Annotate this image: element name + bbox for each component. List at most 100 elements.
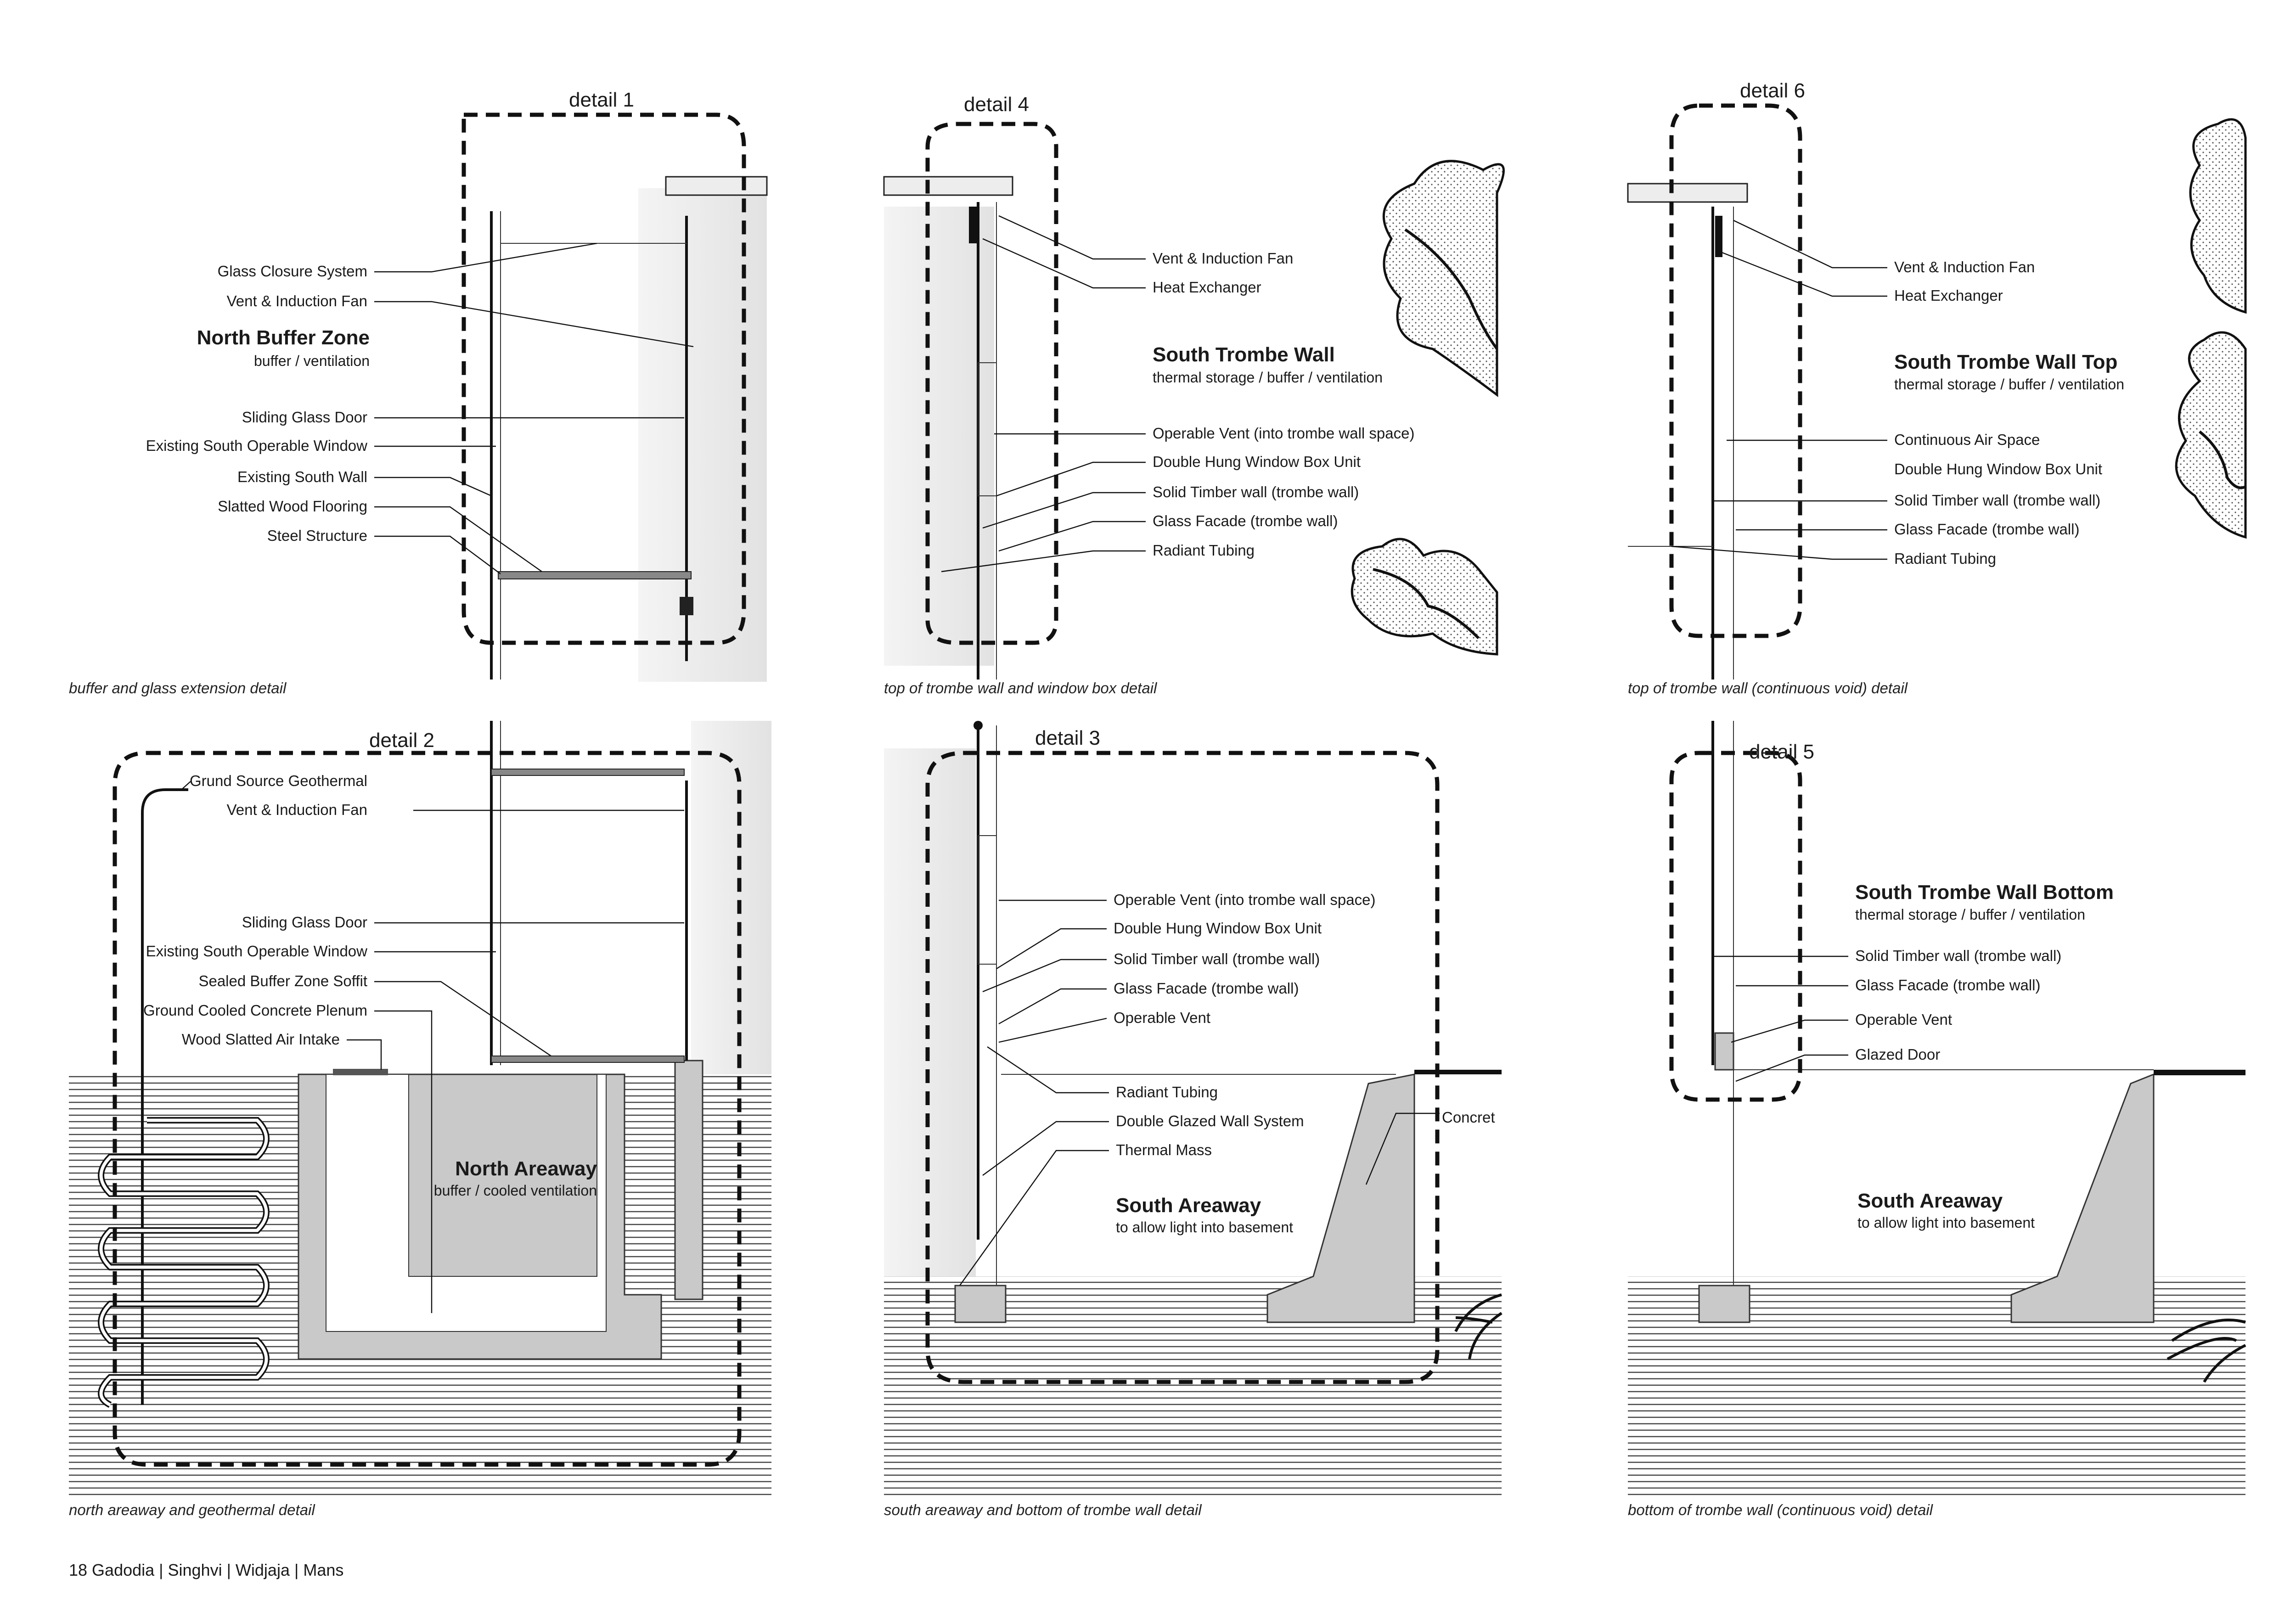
label-solid-timber-wall: Solid Timber wall (trombe wall)	[1153, 483, 1359, 500]
detail-4-label: detail 4	[964, 93, 1029, 116]
slatted-wood-floor	[498, 571, 692, 579]
subtitle-south-areaway: to allow light into basement	[1116, 1219, 1293, 1236]
label-window-box: Double Hung Window Box Unit	[1114, 920, 1322, 937]
subtitle-south-trombe-wall-top: thermal storage / buffer / ventilation	[1894, 376, 2124, 393]
detail-3-label: detail 3	[1035, 727, 1100, 749]
window-box	[978, 835, 997, 965]
root-illustration	[1454, 1293, 1503, 1359]
label-concrete-edge: Concret	[1442, 1109, 1495, 1126]
label-radiant-tubing: Radiant Tubing	[1153, 542, 1255, 559]
label-heat-exchanger: Heat Exchanger	[1153, 279, 1261, 296]
label-steel-structure: Steel Structure	[267, 527, 367, 544]
label-slatted-floor: Slatted Wood Flooring	[218, 498, 367, 515]
title-south-areaway-2: South Areaway	[1857, 1190, 2003, 1212]
label-south-operable-window: Existing South Operable Window	[146, 943, 368, 960]
title-north-areaway: North Areaway	[455, 1157, 597, 1180]
label-sliding-glass-door: Sliding Glass Door	[242, 914, 367, 931]
vent-fan	[1715, 216, 1722, 257]
label-thermal-mass: Thermal Mass	[1116, 1141, 1212, 1158]
label-solid-timber-wall: Solid Timber wall (trombe wall)	[1894, 492, 2100, 509]
label-glass-facade: Glass Facade (trombe wall)	[1894, 521, 2079, 538]
title-south-areaway: South Areaway	[1116, 1194, 1261, 1217]
detail-2-label: detail 2	[369, 729, 434, 752]
label-vent-fan: Vent & Induction Fan	[227, 801, 367, 818]
areaway-wall	[674, 1060, 703, 1300]
label-operable-vent: Operable Vent	[1855, 1011, 1952, 1028]
footing	[954, 1285, 1007, 1323]
title-trombe-wall-bottom: South Trombe Wall Bottom	[1855, 881, 2114, 904]
panel-detail-6: detail 6 Vent & Induction Fan Heat Excha…	[1627, 79, 2247, 696]
footing	[1698, 1285, 1750, 1323]
geothermal-pipe	[141, 788, 188, 1405]
caption-detail-5: bottom of trombe wall (continuous void) …	[1628, 1501, 1934, 1518]
label-glass-facade: Glass Facade (trombe wall)	[1153, 512, 1338, 529]
wood-slatted-intake	[333, 1069, 388, 1075]
subtitle-south-areaway-2: to allow light into basement	[1857, 1214, 2035, 1231]
label-sliding-glass-door: Sliding Glass Door	[242, 409, 367, 426]
page-footer: 18 Gadodia | Singhvi | Widjaja | Mans	[69, 1561, 343, 1579]
label-vent-fan: Vent & Induction Fan	[1153, 250, 1293, 267]
roof-parapet	[1627, 183, 1748, 203]
vent-fan	[969, 207, 978, 243]
caption-detail-6: top of trombe wall (continuous void) det…	[1628, 680, 1908, 696]
label-solid-timber-wall: Solid Timber wall (trombe wall)	[1855, 947, 2061, 964]
label-glass-facade: Glass Facade (trombe wall)	[1855, 977, 2040, 994]
label-buffer-zone-soffit: Sealed Buffer Zone Soffit	[198, 972, 367, 989]
label-double-glazed-wall: Double Glazed Wall System	[1116, 1112, 1304, 1129]
label-operable-vent: Operable Vent (into trombe wall space)	[1153, 425, 1414, 442]
detail-5-callout	[1669, 751, 1802, 1102]
detail-5-label: detail 5	[1749, 741, 1814, 763]
label-glazed-door: Glazed Door	[1855, 1046, 1940, 1063]
detail-6-label: detail 6	[1740, 79, 1805, 102]
label-solid-timber-wall: Solid Timber wall (trombe wall)	[1114, 950, 1320, 967]
title-south-trombe-wall-top: South Trombe Wall Top	[1894, 351, 2117, 373]
label-glass-closure: Glass Closure System	[218, 263, 367, 280]
roof-parapet	[665, 176, 768, 196]
label-heat-exchanger: Heat Exchanger	[1894, 287, 2003, 304]
window-box	[978, 362, 997, 496]
panel-detail-1: detail 1 Glass Closure System Vent & Ind…	[69, 89, 768, 696]
detail-6-callout	[1669, 103, 1802, 638]
subtitle-north-buffer-zone: buffer / ventilation	[254, 353, 370, 369]
detail-4-callout	[925, 122, 1058, 645]
label-window-box: Double Hung Window Box Unit	[1894, 461, 2102, 477]
steel-structure	[680, 597, 693, 615]
geothermal-loops	[98, 1117, 270, 1408]
detail-3-callout	[925, 751, 1440, 1384]
panel-detail-5: detail 5 South Trombe Wall Bottom therma…	[1628, 721, 2246, 1518]
label-ground-source-geothermal: Grund Source Geothermal	[190, 772, 367, 789]
title-south-trombe-wall: South Trombe Wall	[1153, 343, 1335, 366]
tree-illustration	[1351, 160, 1505, 656]
label-south-wall: Existing South Wall	[237, 468, 367, 485]
label-window-box: Double Hung Window Box Unit	[1153, 453, 1361, 470]
label-continuous-air-space: Continuous Air Space	[1894, 431, 2040, 448]
detail-1-callout	[461, 112, 746, 645]
subtitle-trombe-wall-bottom: thermal storage / buffer / ventilation	[1855, 906, 2085, 923]
label-vent-fan: Vent & Induction Fan	[227, 292, 367, 309]
detail-2-callout	[113, 751, 742, 1467]
subtitle-north-areaway: buffer / cooled ventilation	[434, 1182, 597, 1199]
detail-1-label: detail 1	[569, 89, 634, 111]
label-operable-vent: Operable Vent	[1114, 1009, 1210, 1026]
label-glass-facade: Glass Facade (trombe wall)	[1114, 980, 1299, 997]
caption-detail-4: top of trombe wall and window box detail	[884, 680, 1158, 696]
label-radiant-tubing: Radiant Tubing	[1894, 550, 1996, 567]
panel-detail-3: detail 3 Operable Vent (into trombe wall…	[884, 721, 1503, 1518]
panel-detail-2: detail 2 Grund Source Geothermal Vent & …	[69, 721, 771, 1518]
label-south-operable-window: Existing South Operable Window	[146, 437, 368, 454]
panel-detail-4: detail 4 Vent & Induction Fan Heat Excha…	[883, 93, 1505, 696]
label-air-intake: Wood Slatted Air Intake	[182, 1031, 340, 1048]
caption-detail-1: buffer and glass extension detail	[69, 680, 287, 696]
label-operable-vent-into: Operable Vent (into trombe wall space)	[1114, 891, 1375, 908]
title-north-buffer-zone: North Buffer Zone	[197, 326, 370, 349]
label-vent-fan: Vent & Induction Fan	[1894, 258, 2035, 275]
caption-detail-3: south areaway and bottom of trombe wall …	[884, 1501, 1202, 1518]
building-wall-shade	[638, 188, 767, 682]
label-radiant-tubing: Radiant Tubing	[1116, 1084, 1218, 1101]
subtitle-south-trombe-wall: thermal storage / buffer / ventilation	[1153, 369, 1383, 386]
label-concrete-plenum: Ground Cooled Concrete Plenum	[143, 1002, 367, 1019]
tree-illustration	[2175, 118, 2247, 539]
roof-parapet	[883, 176, 1013, 196]
